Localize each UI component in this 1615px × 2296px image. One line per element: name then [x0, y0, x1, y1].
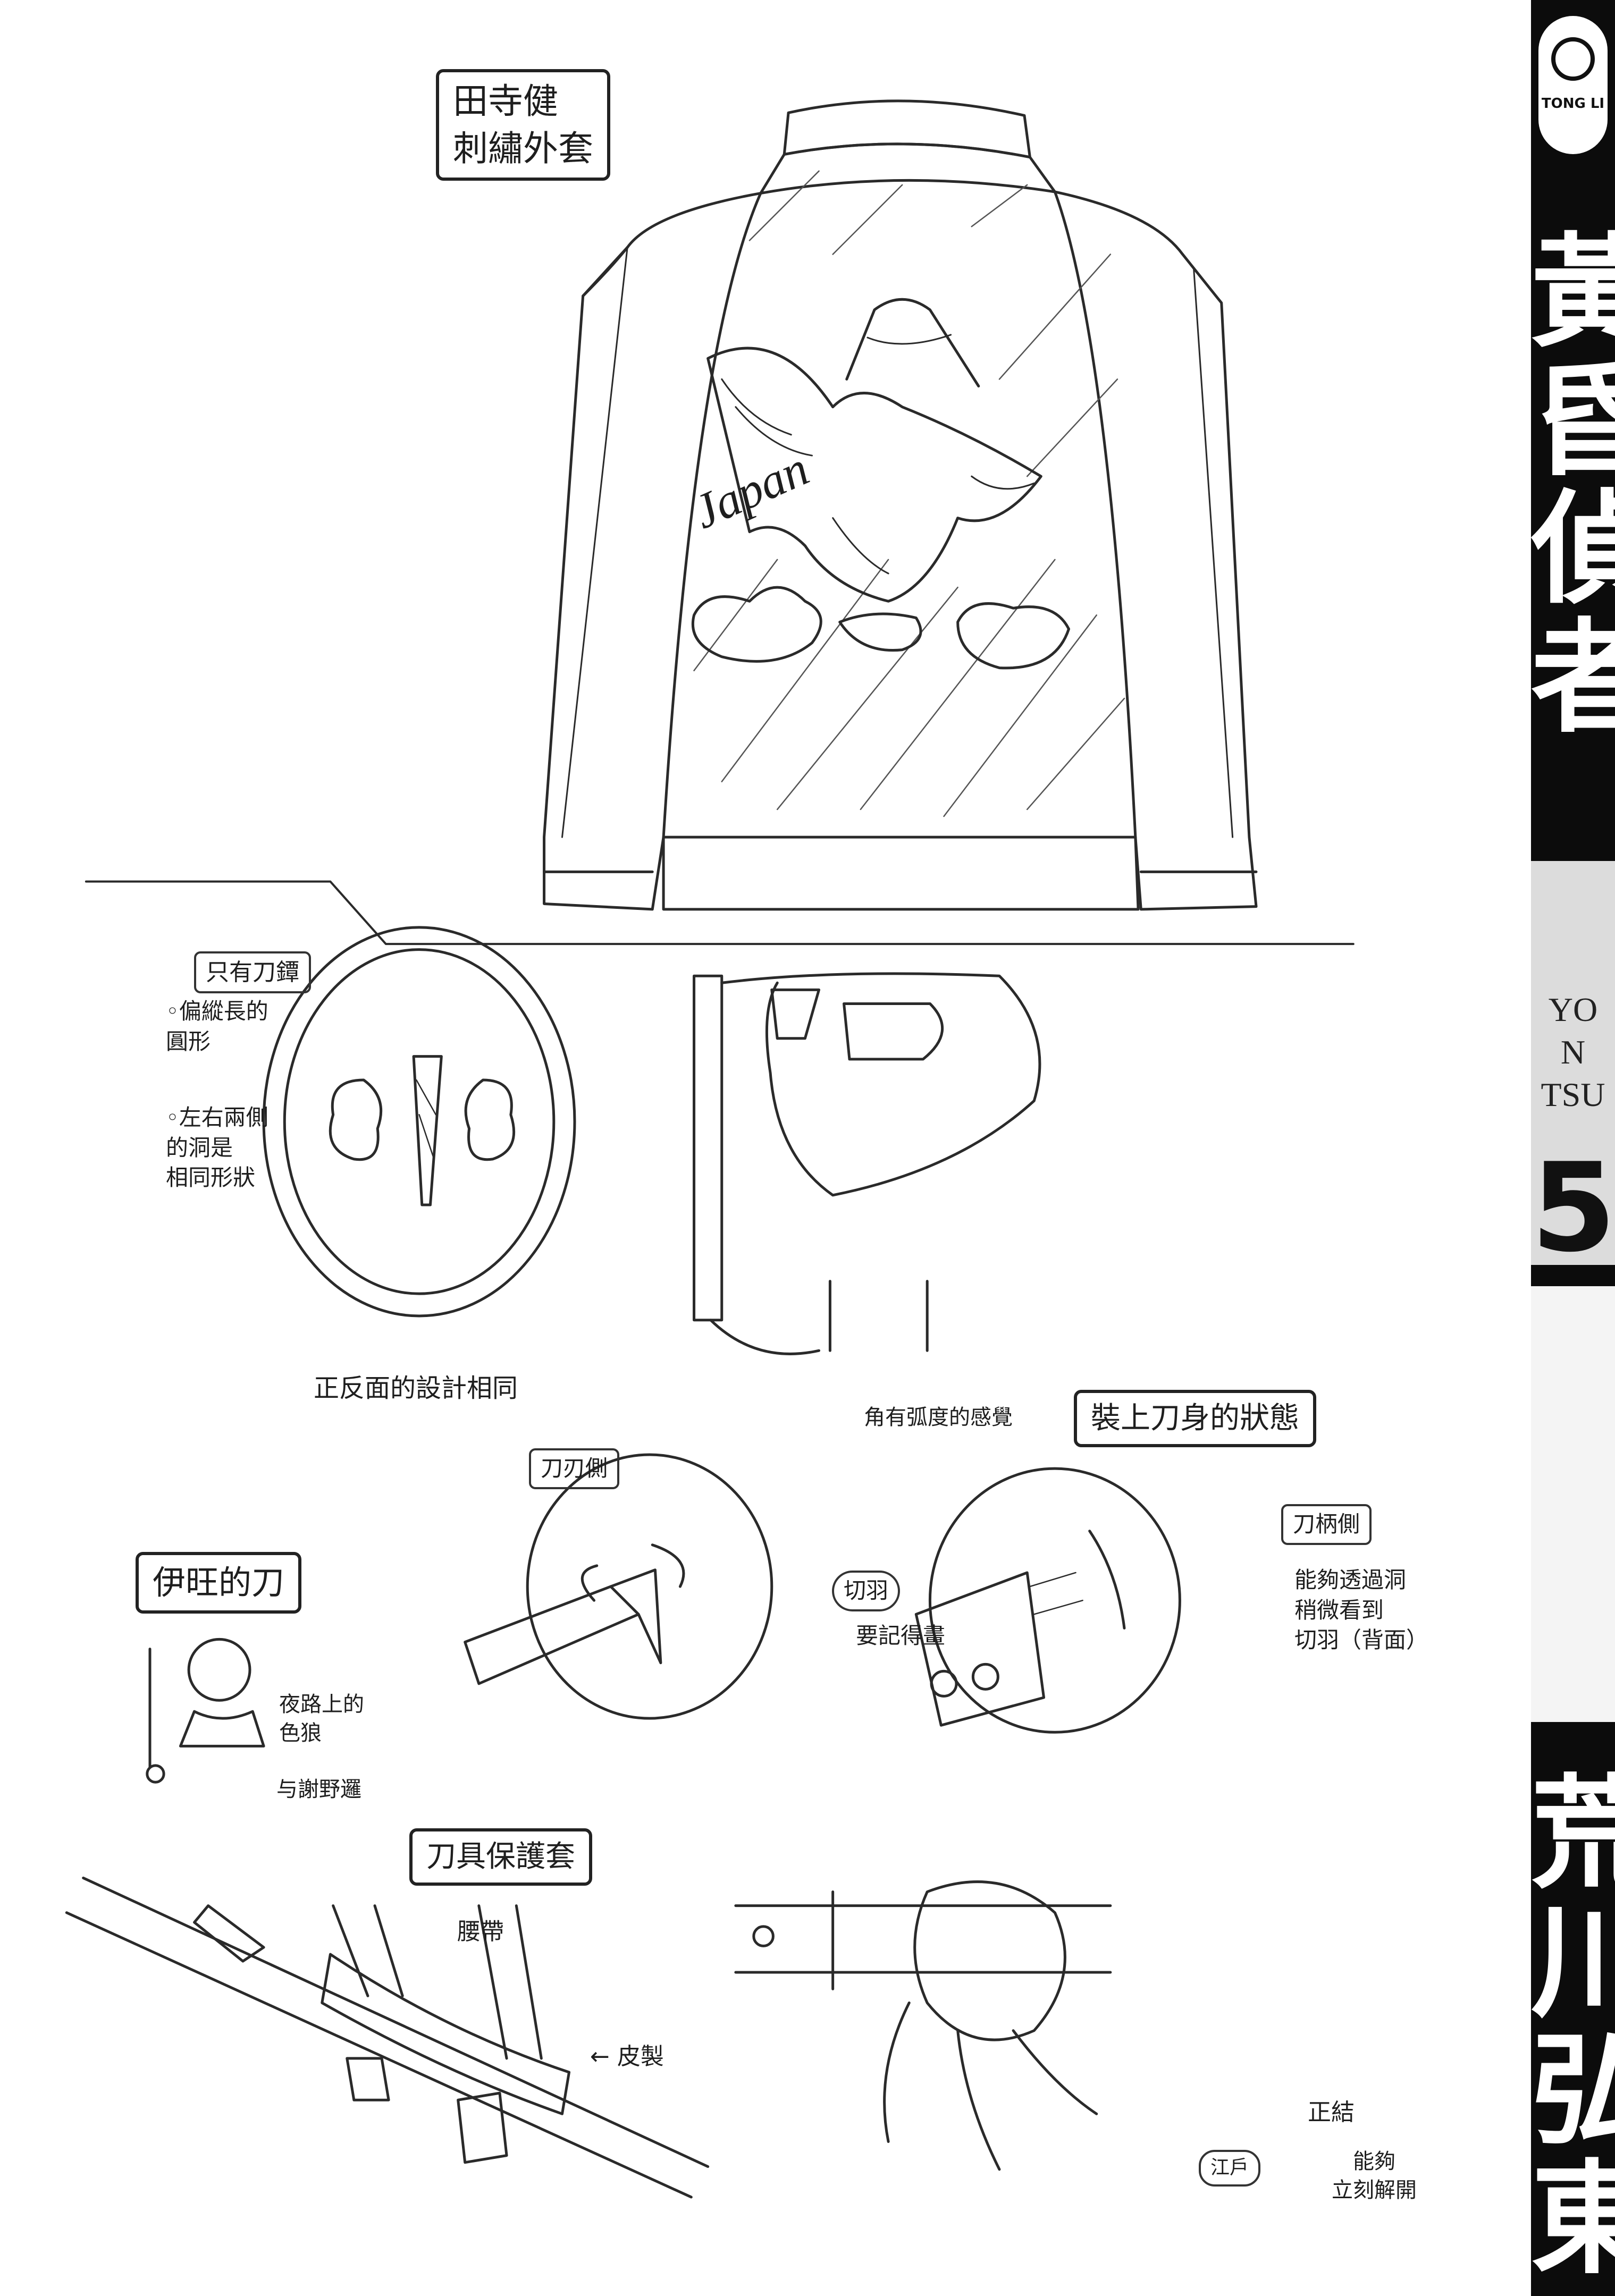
tsuba-caption: 正反面的設計相同 [314, 1373, 518, 1403]
guard-belt-label: 腰帶 [457, 1918, 504, 1945]
spine-character-portrait [1531, 1286, 1615, 1722]
spine-title: 黃昏偵者 [1531, 221, 1615, 749]
spine-romaji: YO N TSU [1541, 991, 1605, 1113]
tsuba-note-holes: ◦左右兩側 的洞是 相同形狀 [166, 1104, 268, 1191]
sageo-knot-drawing [736, 1882, 1111, 2170]
tsuba-side-drawing [694, 974, 1040, 1354]
seppa-tag: 切羽 [832, 1571, 901, 1611]
tsuba-drawing [264, 927, 575, 1316]
publisher-logo: TONG LI [1538, 16, 1608, 154]
iwang-note: 夜路上的 色狼 [279, 1692, 364, 1745]
blade-side-label: 刀刃側 [529, 1448, 620, 1489]
section-divider [86, 882, 1353, 944]
spine-title-band [1531, 861, 1615, 1265]
knot-name: 正結 [1308, 2099, 1355, 2126]
logo-face-icon [1551, 37, 1595, 81]
handle-side-note: 能夠透過洞 稍微看到 切羽（背面） [1294, 1567, 1429, 1653]
iwang-sub: 与謝野邏 [276, 1777, 361, 1802]
sketch-artwork [0, 0, 1531, 2296]
guard-heading: 刀具保護套 [409, 1828, 592, 1886]
guard-leather-label: ← 皮製 [590, 2043, 664, 2070]
book-spine: TONG LI 黃昏偵者 YO N TSU 5 荒川弘東 [1531, 0, 1615, 2296]
mounted-heading: 裝上刀身的狀態 [1074, 1390, 1316, 1447]
publisher-logo-text: TONG LI [1541, 96, 1605, 112]
mounted-blade-side-drawing [465, 1455, 772, 1718]
jacket-drawing [544, 101, 1256, 909]
iwang-title: 伊旺的刀 [136, 1552, 302, 1614]
tsuba-corner-note: 角有弧度的感覺 [864, 1405, 1013, 1430]
spine-volume-number: 5 [1531, 1137, 1615, 1279]
spine-author: 荒川弘東 [1531, 1762, 1615, 2291]
knot-note: 能夠 立刻解開 [1332, 2149, 1417, 2202]
handle-side-label: 刀柄側 [1281, 1504, 1372, 1545]
seppa-note: 要記得畫 [856, 1623, 946, 1649]
iwang-figure-drawing [147, 1639, 264, 1782]
scabbard-drawing [66, 1878, 708, 2197]
knot-edo-tag: 江戶 [1199, 2150, 1261, 2187]
tsuba-note-shape: ◦偏縱長的 圓形 [166, 998, 268, 1054]
tsuba-heading: 只有刀鐔 [194, 951, 311, 994]
jacket-title: 田寺健 刺繡外套 [436, 69, 610, 181]
mounted-handle-side-drawing [916, 1468, 1180, 1732]
